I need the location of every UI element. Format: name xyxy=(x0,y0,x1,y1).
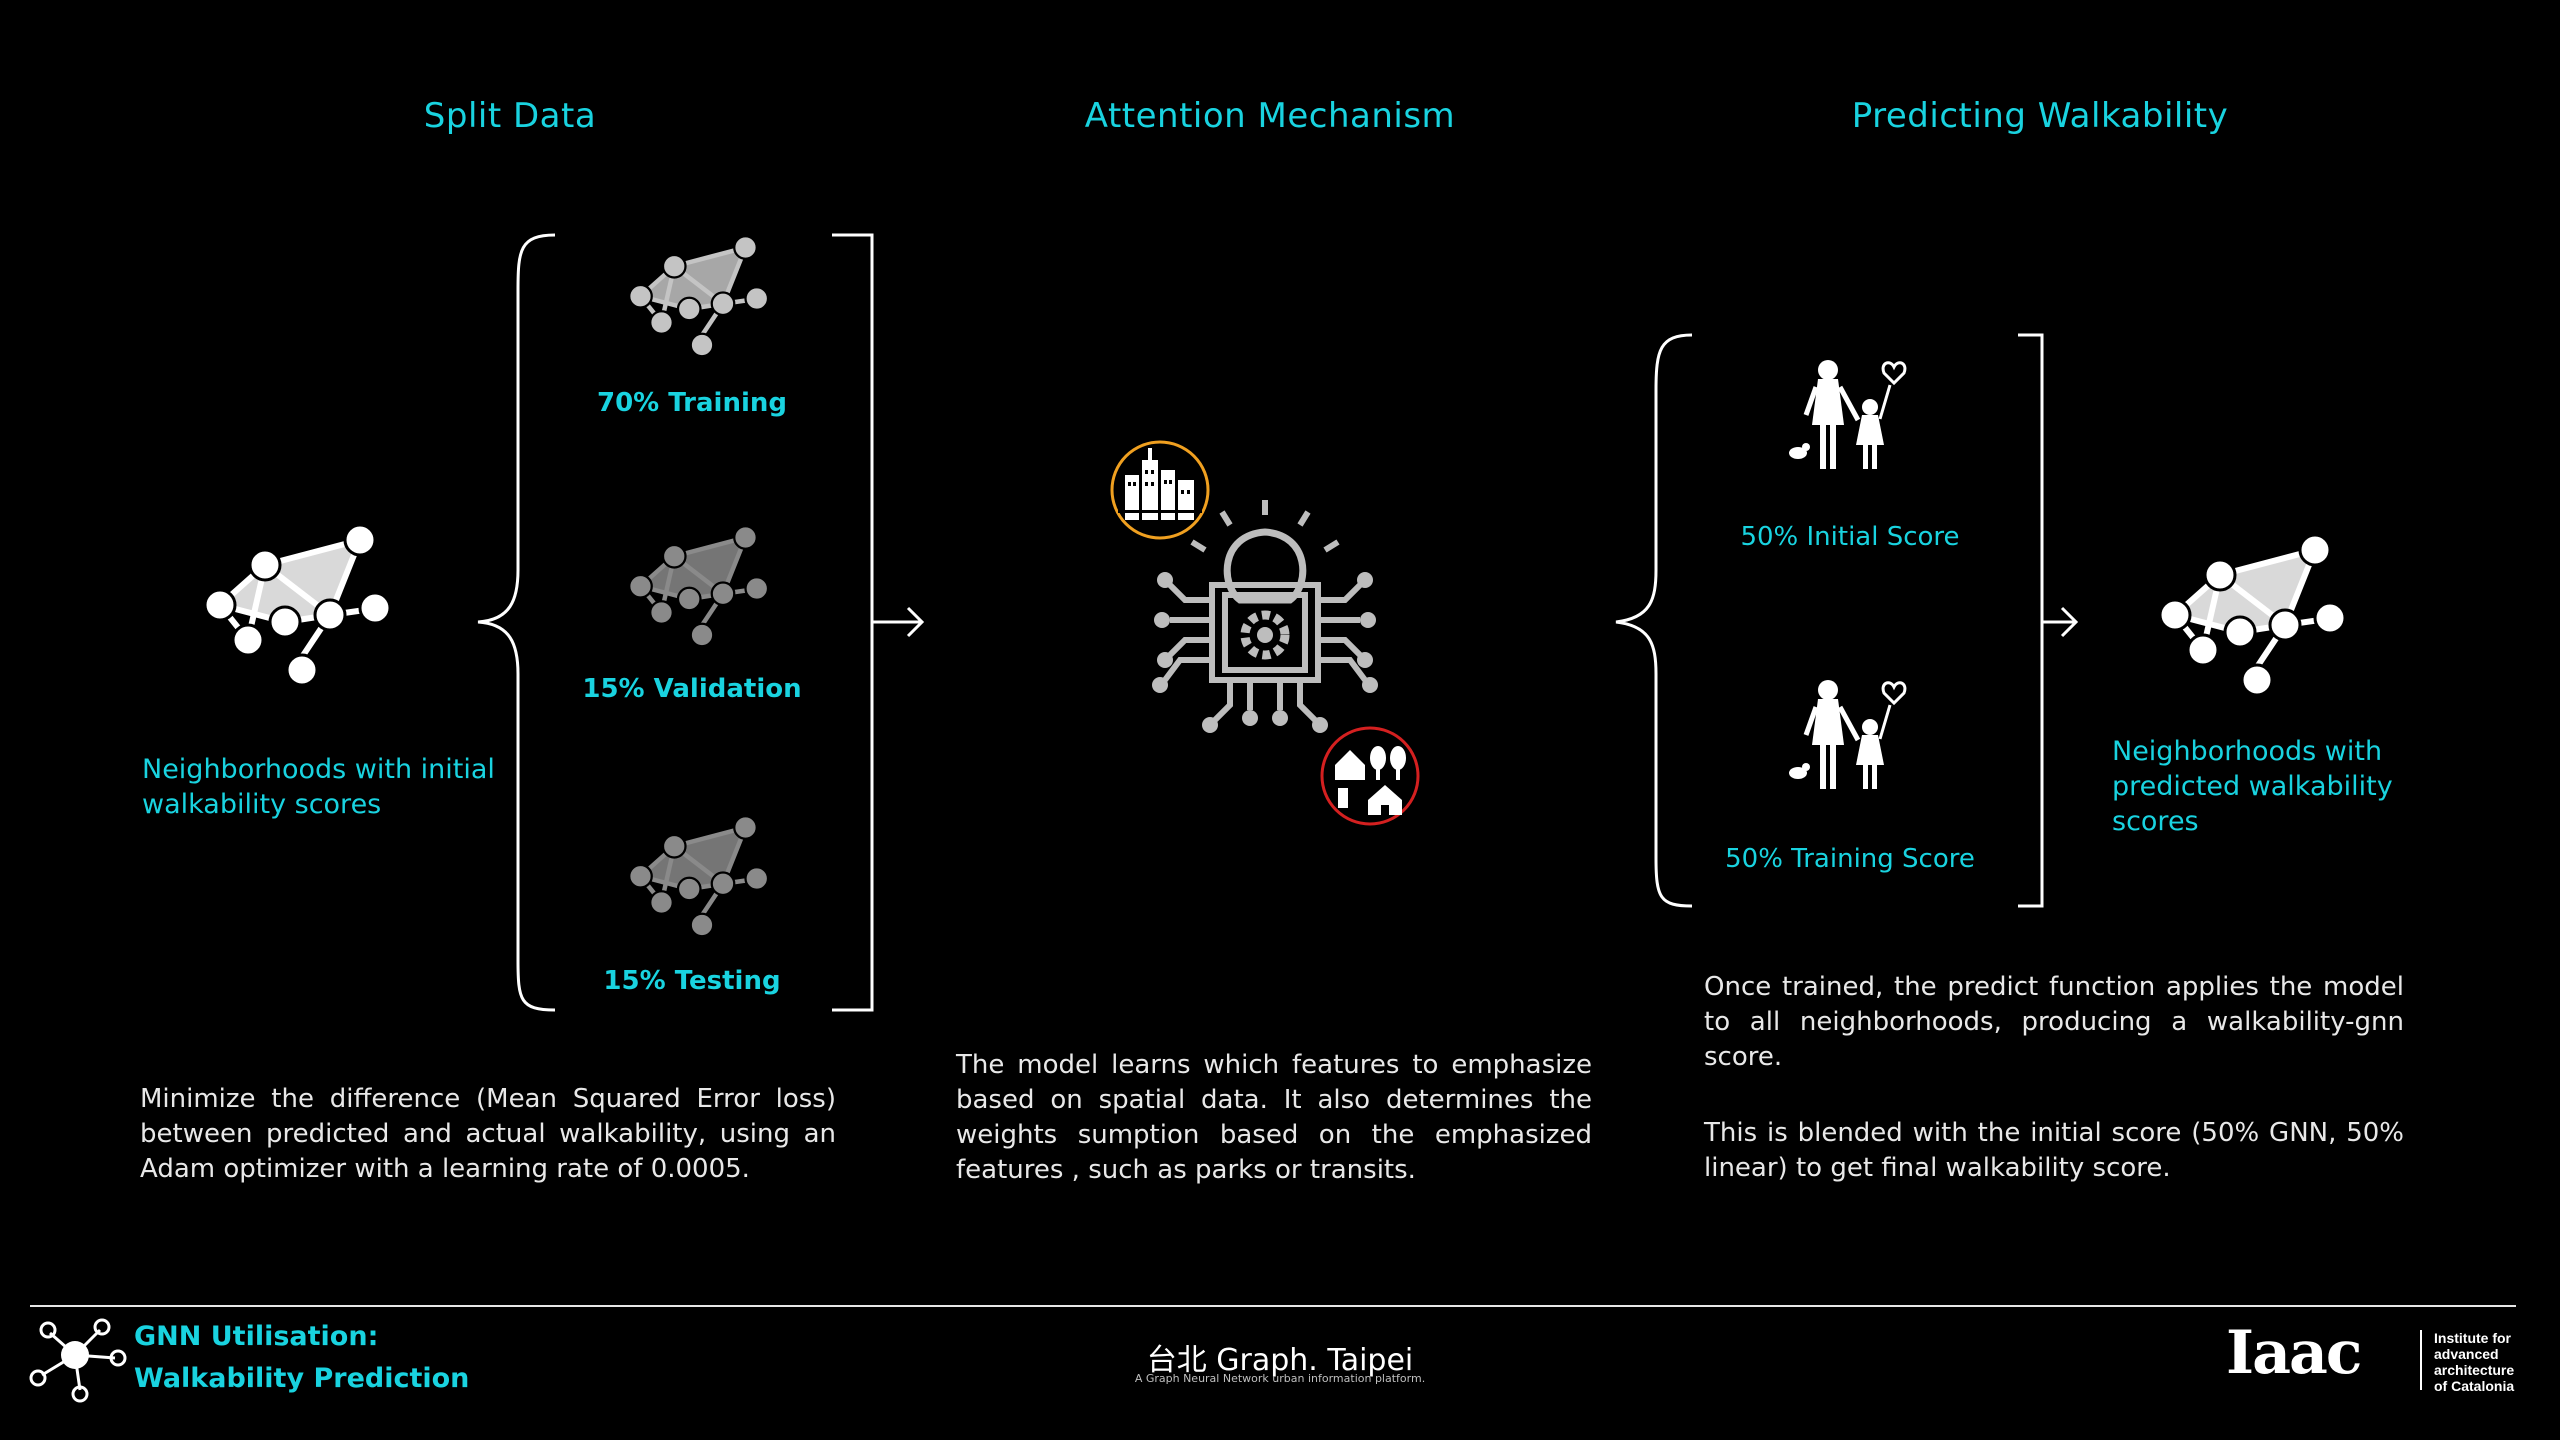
training-score-label: 50% Training Score xyxy=(1725,844,1975,874)
logo-divider xyxy=(2420,1330,2422,1390)
split-data-description: Minimize the difference (Mean Squared Er… xyxy=(140,1084,836,1184)
institute-line-1: Institute for xyxy=(2434,1330,2511,1346)
institute-name: Institute for advanced architecture of C… xyxy=(2434,1330,2534,1394)
initial-score-label: 50% Initial Score xyxy=(1740,522,1960,552)
training-split-label: 70% Training xyxy=(597,388,787,418)
footer-title-line2: Walkability Prediction xyxy=(134,1363,470,1394)
footer-divider xyxy=(30,1305,2516,1307)
footer-title: GNN Utilisation: Walkability Prediction xyxy=(134,1316,474,1400)
institute-line-2: advanced xyxy=(2434,1346,2499,1362)
testing-split-label: 15% Testing xyxy=(603,966,781,996)
footer-title-line1: GNN Utilisation: xyxy=(134,1321,379,1352)
institute-line-3: architecture xyxy=(2434,1362,2515,1378)
attention-description: The model learns which features to empha… xyxy=(956,1050,1592,1185)
predict-description-2: This is blended with the initial score (… xyxy=(1704,1118,2404,1183)
input-neighborhoods-label: Neighborhoods with initial walkability s… xyxy=(142,754,495,820)
predict-description-1: Once trained, the predict function appli… xyxy=(1704,972,2404,1072)
institute-line-4: of Catalonia xyxy=(2434,1378,2515,1394)
brand-tagline: A Graph Neural Network urban information… xyxy=(1134,1372,1426,1385)
split-data-title: Split Data xyxy=(423,96,597,136)
iaac-logo: Iaac xyxy=(2226,1318,2362,1388)
attention-mechanism-title: Attention Mechanism xyxy=(1084,96,1456,136)
predicting-walkability-title: Predicting Walkability xyxy=(1851,96,2229,136)
brand-name: 台北 Graph. Taipei xyxy=(1146,1343,1414,1378)
output-neighborhoods-label: Neighborhoods with predicted walkability… xyxy=(2112,736,2393,837)
validation-split-label: 15% Validation xyxy=(582,674,802,704)
